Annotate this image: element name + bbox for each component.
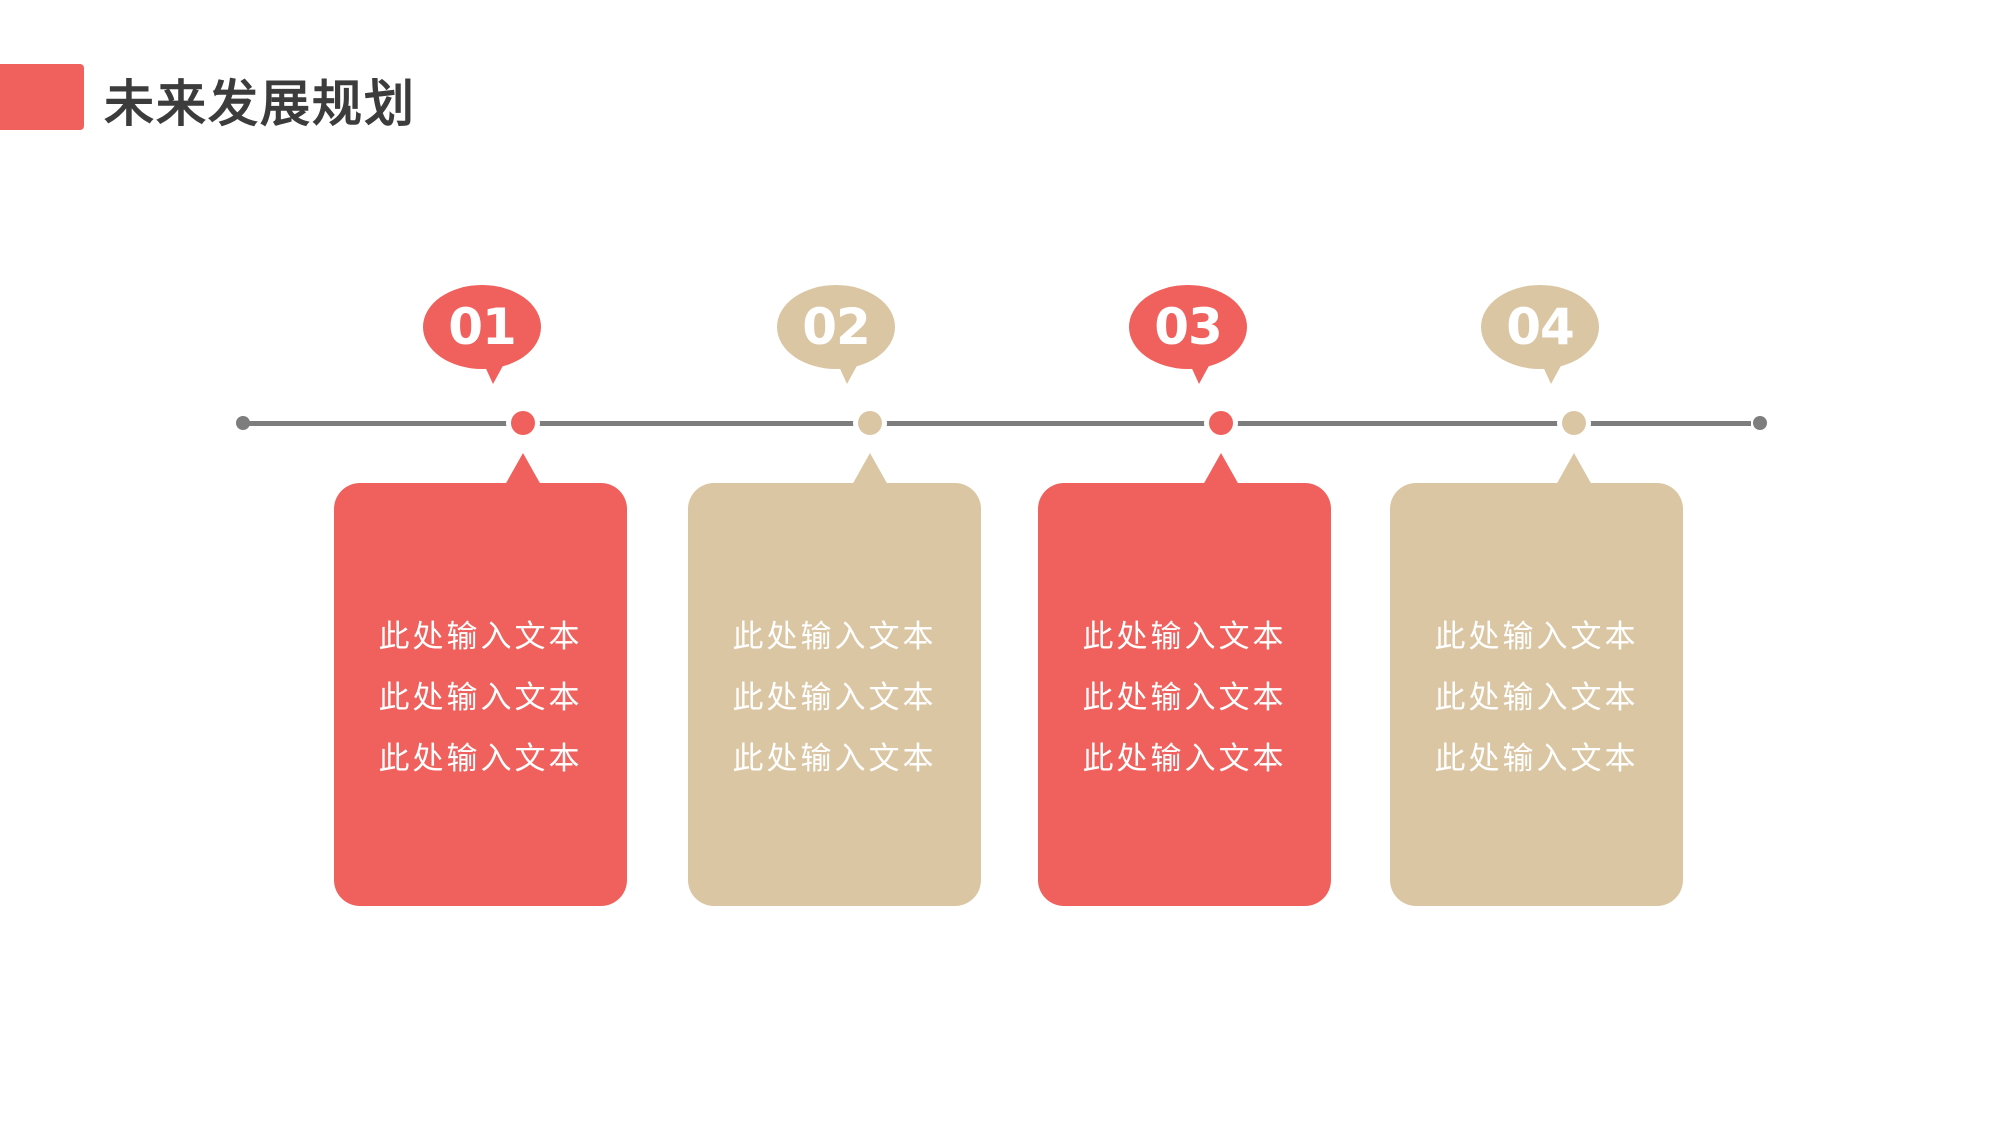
card-text-line: 此处输入文本 — [378, 680, 583, 716]
timeline-end-dot — [1753, 416, 1767, 430]
card-pointer — [505, 453, 541, 485]
timeline-node — [858, 411, 882, 435]
stage-card: 此处输入文本此处输入文本此处输入文本 — [1390, 483, 1683, 906]
card-pointer — [1556, 453, 1592, 485]
card-pointer — [852, 453, 888, 485]
stage-card: 此处输入文本此处输入文本此处输入文本 — [688, 483, 981, 906]
stage-number-bubble: 04 — [1481, 285, 1599, 369]
page-title: 未来发展规划 — [104, 75, 416, 133]
card-text-line: 此处输入文本 — [732, 741, 937, 777]
card-text-line: 此处输入文本 — [1082, 680, 1287, 716]
card-text-line: 此处输入文本 — [378, 619, 583, 655]
stage-number-bubble: 02 — [777, 285, 895, 369]
timeline-node — [1209, 411, 1233, 435]
timeline-node — [511, 411, 535, 435]
timeline-line — [243, 421, 1751, 426]
stage-number-bubble: 03 — [1129, 285, 1247, 369]
card-text-line: 此处输入文本 — [1082, 619, 1287, 655]
card-text-line: 此处输入文本 — [1434, 619, 1639, 655]
card-text-line: 此处输入文本 — [732, 680, 937, 716]
bubble-tail — [1189, 362, 1211, 384]
bubble-tail — [483, 362, 505, 384]
timeline-node — [1562, 411, 1586, 435]
card-text-line: 此处输入文本 — [732, 619, 937, 655]
card-pointer — [1203, 453, 1239, 485]
title-accent-bar — [0, 64, 84, 130]
card-text-line: 此处输入文本 — [1082, 741, 1287, 777]
card-text-line: 此处输入文本 — [1434, 741, 1639, 777]
card-text-line: 此处输入文本 — [1434, 680, 1639, 716]
bubble-tail — [1541, 362, 1563, 384]
bubble-tail — [837, 362, 859, 384]
card-text-line: 此处输入文本 — [378, 741, 583, 777]
timeline-start-dot — [236, 416, 250, 430]
stage-card: 此处输入文本此处输入文本此处输入文本 — [1038, 483, 1331, 906]
stage-number-bubble: 01 — [423, 285, 541, 369]
stage-card: 此处输入文本此处输入文本此处输入文本 — [334, 483, 627, 906]
